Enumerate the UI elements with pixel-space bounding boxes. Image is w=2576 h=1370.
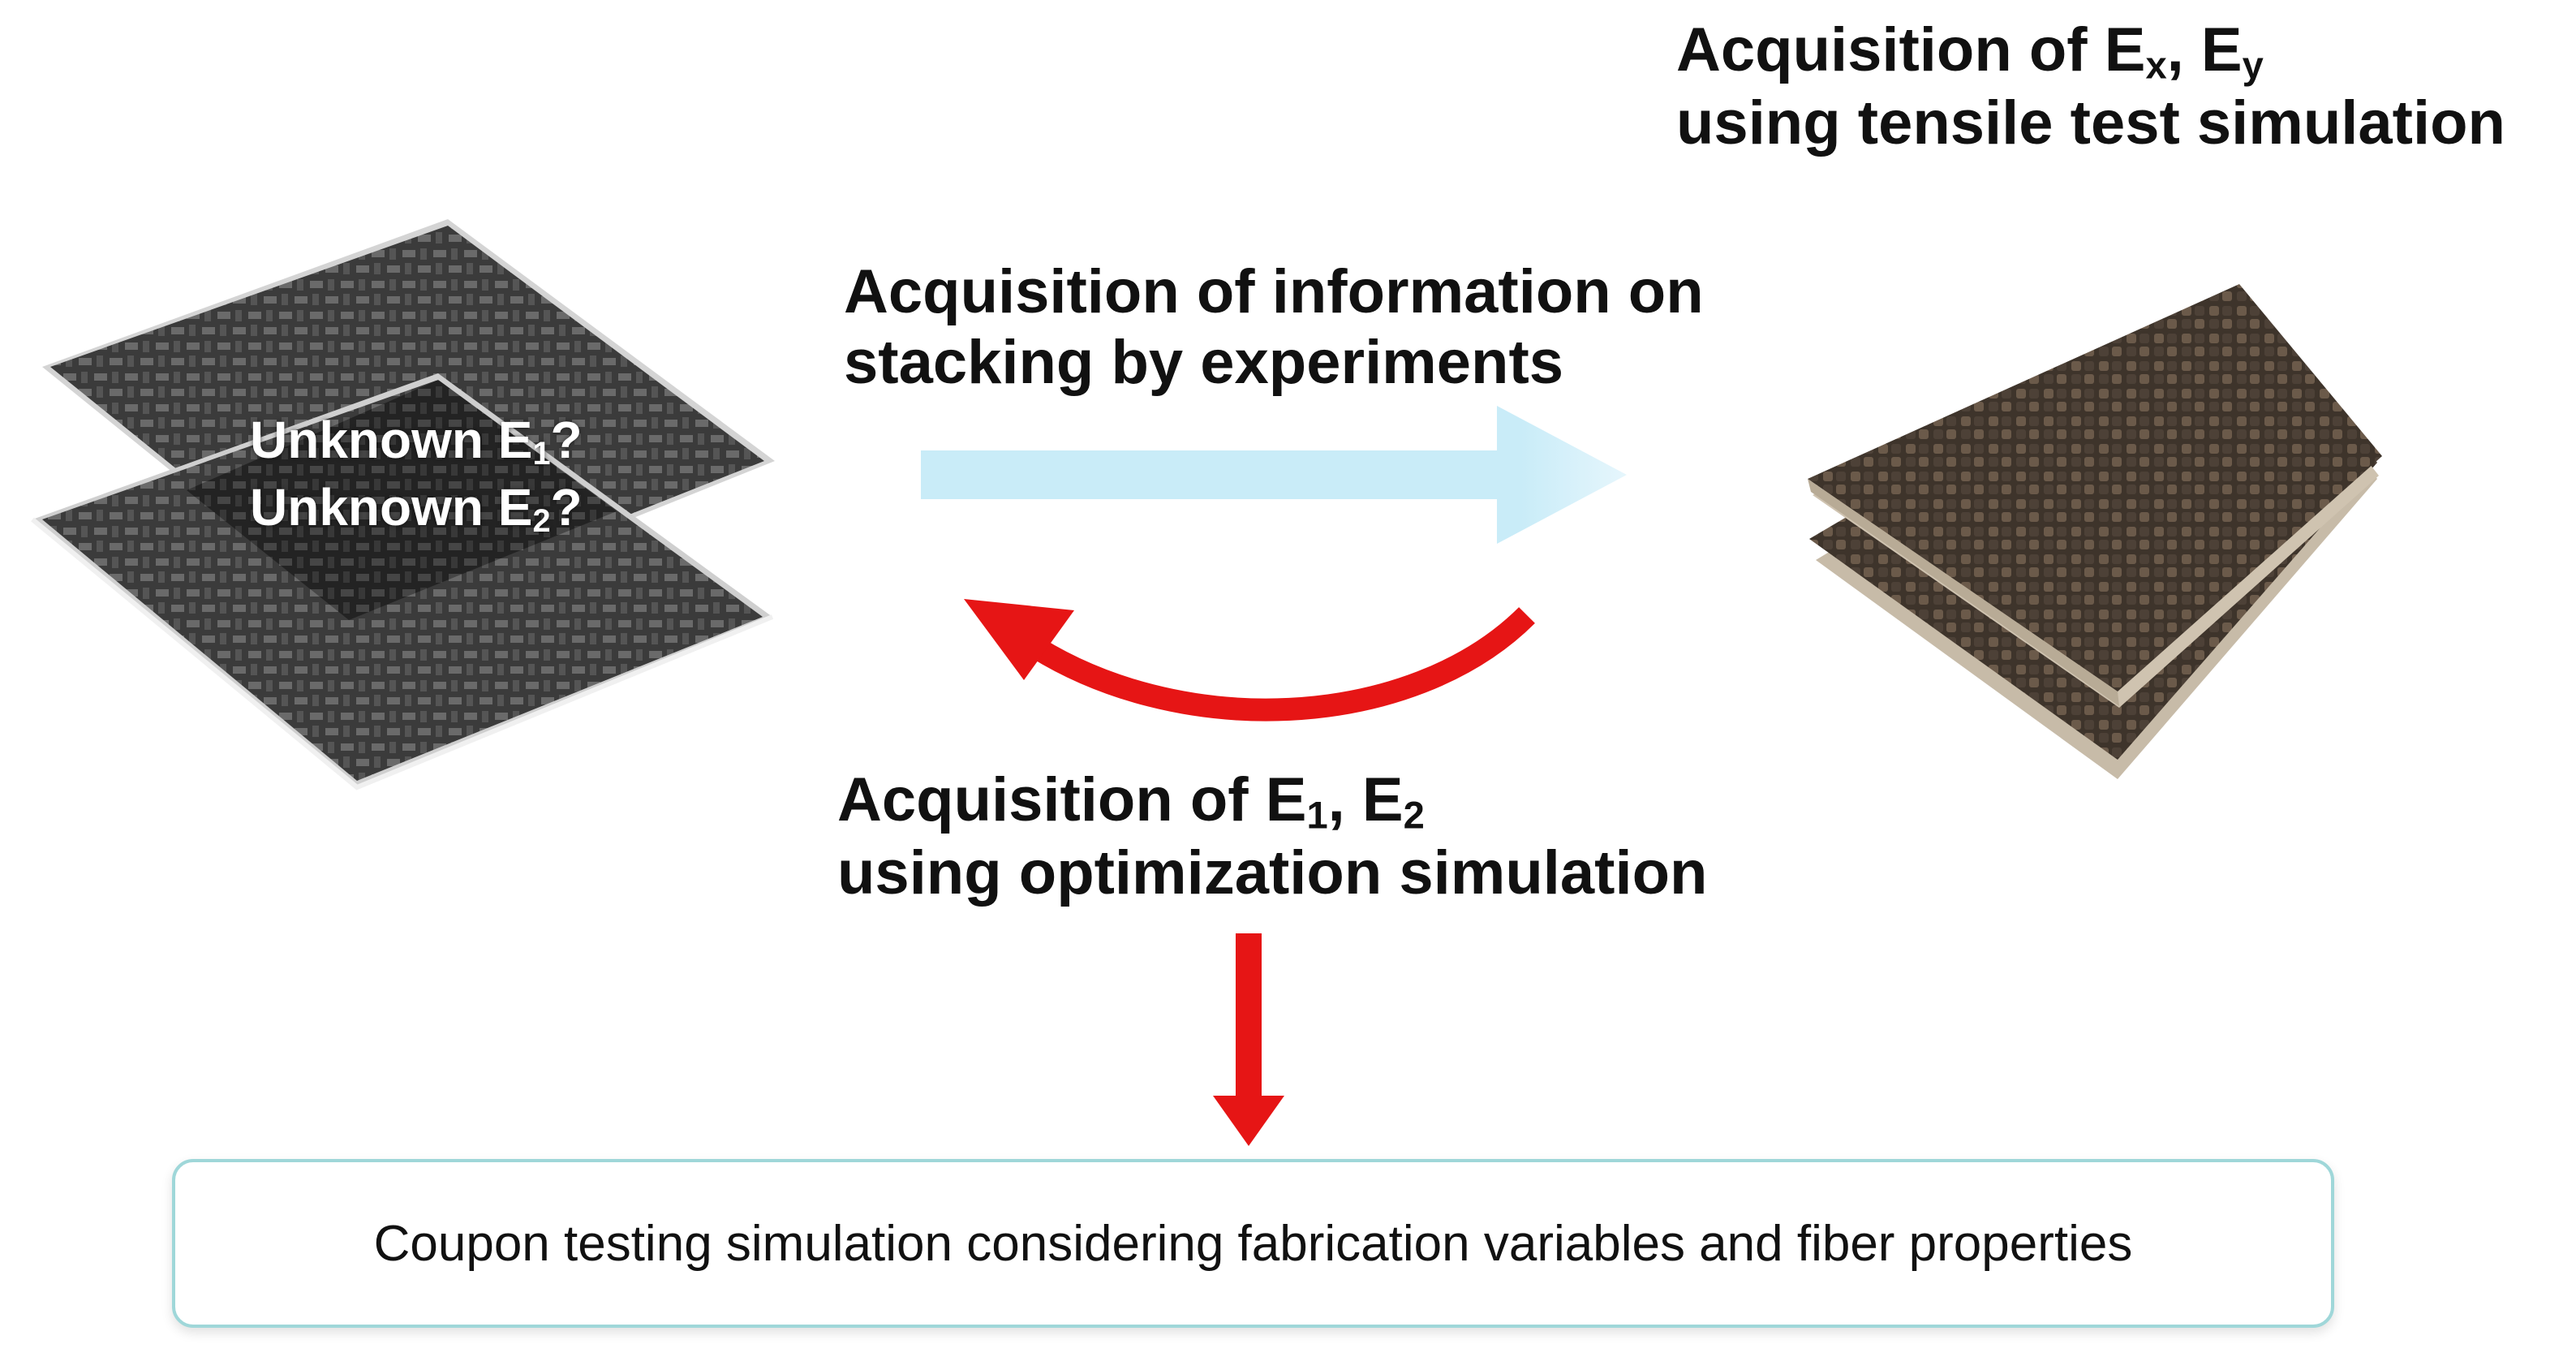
unknown-e1-line: Unknown E1?	[250, 407, 583, 475]
e1-subscript: 1	[1306, 793, 1328, 837]
optimization-label-line2: using optimization simulation	[837, 838, 1708, 907]
return-arrow	[964, 599, 1535, 722]
unknown-moduli-label: Unknown E1? Unknown E2?	[250, 407, 583, 541]
e1-prefix: Acquisition of E	[837, 765, 1307, 834]
optimization-label-line1: Acquisition of E1, E2	[837, 765, 1707, 838]
unknown-e2-line: Unknown E2?	[250, 475, 583, 542]
unknown-e1-prefix: Unknown E	[250, 411, 533, 469]
stacking-label-line1: Acquisition of information on	[844, 257, 1704, 326]
optimization-label: Acquisition of E1, E2 using optimization…	[837, 765, 1707, 908]
unknown-e1-subscript: 1	[532, 435, 551, 472]
ey-subscript: y	[2242, 43, 2264, 87]
unknown-e2-suffix: ?	[550, 477, 583, 536]
unknown-e2-subscript: 2	[532, 502, 551, 539]
e2-separator: , E	[1327, 765, 1404, 834]
unknown-e1-suffix: ?	[550, 411, 583, 469]
ex-subscript: x	[2145, 43, 2167, 87]
coupon-testing-text: Coupon testing simulation considering fa…	[373, 1215, 2133, 1272]
tensile-test-label: Acquisition of Ex, Ey using tensile test…	[1676, 15, 2505, 158]
ex-prefix: Acquisition of E	[1676, 15, 2146, 84]
e2-subscript: 2	[1403, 793, 1425, 837]
carbon-fabric-plies-icon	[31, 219, 775, 791]
ey-separator: , E	[2166, 15, 2243, 84]
stacking-label-line2: stacking by experiments	[844, 328, 1564, 398]
stacking-experiments-label: Acquisition of information on stacking b…	[844, 256, 1704, 399]
unknown-e2-prefix: Unknown E	[250, 477, 533, 536]
laminate-stack-icon	[1808, 284, 2382, 779]
tensile-test-label-line2: using tensile test simulation	[1676, 88, 2505, 157]
tensile-test-label-line1: Acquisition of Ex, Ey	[1676, 15, 2505, 88]
coupon-testing-box: Coupon testing simulation considering fa…	[172, 1159, 2334, 1328]
down-arrow	[1213, 933, 1284, 1146]
forward-arrow	[921, 406, 1627, 544]
